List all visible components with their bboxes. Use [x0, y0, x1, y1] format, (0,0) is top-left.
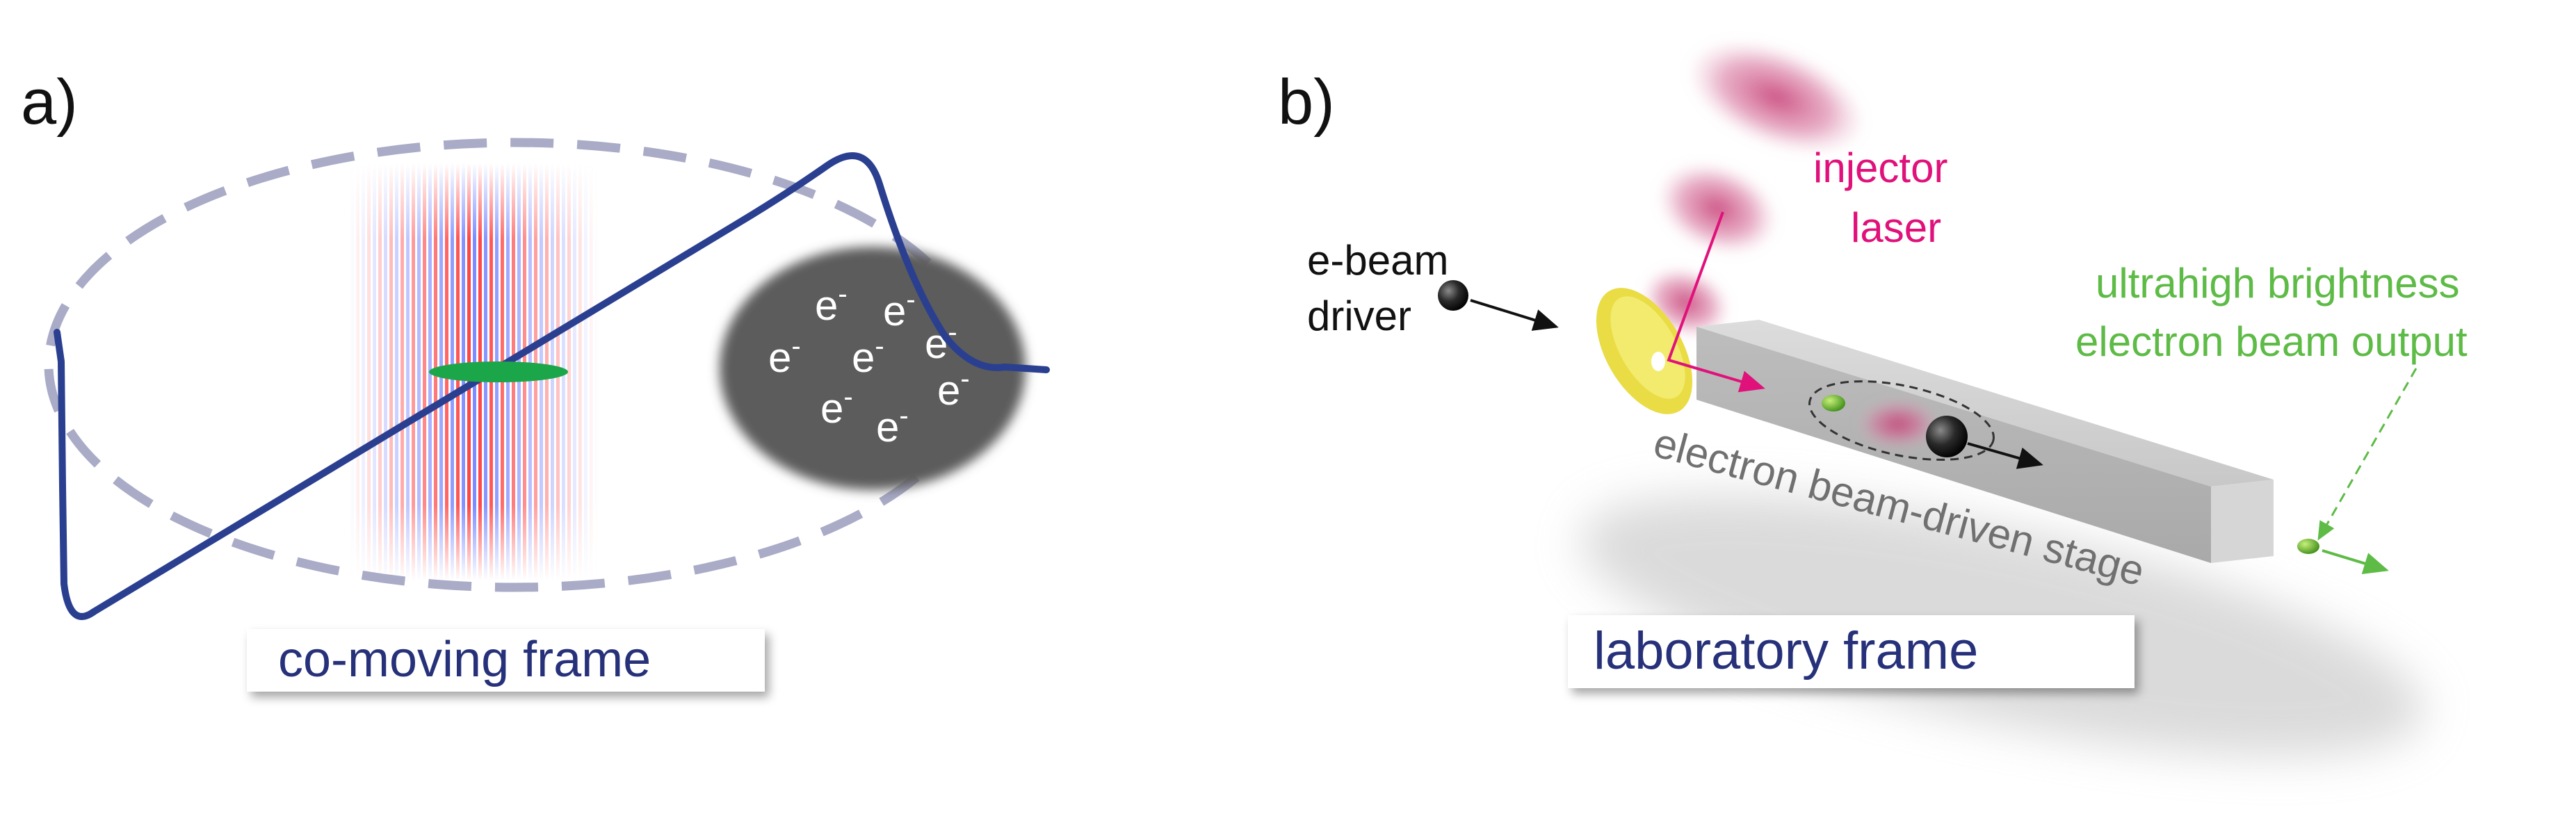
witness-bunch [429, 361, 568, 382]
driver-arrow [1470, 299, 1559, 331]
injector-label-line2: laser [1851, 204, 1941, 251]
electron-symbol: e- [820, 382, 853, 432]
electron-charge: - [791, 331, 800, 361]
electron-charge: - [838, 279, 847, 309]
panel-a-label: a) [21, 67, 78, 138]
output-arrow [2322, 549, 2389, 574]
laboratory-frame-label: laboratory frame [1594, 621, 1978, 681]
stage-bubble [1808, 380, 2043, 469]
driver-label-line2: driver [1307, 293, 1411, 339]
electron-charge: - [960, 364, 969, 394]
output-label-line1: ultrahigh brightness [2096, 260, 2460, 307]
driver-label-line1: e-beam [1307, 237, 1448, 284]
driver-bunch-ball [1438, 280, 1468, 311]
panel-a: a) e-e-e-e-e-e-e-e- co-moving frame [21, 67, 1050, 692]
wakefield-curve [54, 152, 1050, 620]
injector-laser-arrow [1667, 211, 1765, 393]
panel-b-label: b) [1278, 67, 1335, 138]
electron-charge: - [875, 331, 884, 361]
electron-labels: e-e-e-e-e-e-e-e- [768, 279, 970, 450]
laboratory-frame-box: laboratory frame [1568, 615, 2134, 688]
injector-disk [1596, 288, 1693, 414]
injector-laser-pulses [1642, 40, 1865, 338]
electron-charge: - [899, 400, 908, 431]
injector-label-line1: injector [1813, 145, 1947, 191]
output-label-line2: electron beam output [2075, 318, 2468, 365]
co-moving-frame-box: co-moving frame [247, 629, 765, 692]
output-beam-dot [2297, 539, 2319, 554]
electron-symbol: e- [852, 331, 884, 381]
panel-b: b) [1278, 40, 2468, 757]
electron-charge: - [843, 382, 852, 412]
output-pointer-dashed [2317, 368, 2417, 541]
electron-bunch [720, 247, 1026, 490]
co-moving-frame-label: co-moving frame [278, 632, 651, 687]
electron-charge: - [906, 284, 915, 315]
